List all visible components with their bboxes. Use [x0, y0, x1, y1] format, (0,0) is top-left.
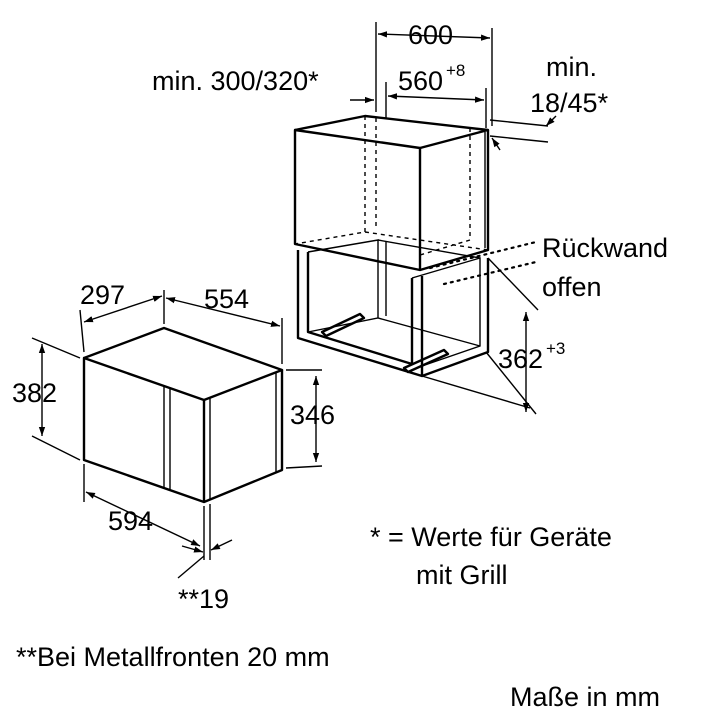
open-frame [296, 250, 424, 378]
label-offen: offen [542, 272, 602, 302]
label-width-560-tolerance: +8 [446, 61, 465, 80]
label-width-560: 560 [398, 66, 443, 96]
label-height-382: 382 [12, 378, 57, 408]
floor-rail-right [402, 348, 450, 374]
appliance-side [203, 370, 284, 504]
label-height-362: 362 [498, 344, 543, 374]
label-width-594: 594 [108, 506, 153, 536]
cabinet-dimensions [350, 22, 557, 415]
appliance-front [82, 356, 206, 504]
appliance-dimensions [31, 290, 323, 579]
label-rueckwand: Rückwand [542, 233, 668, 263]
label-min: min. [546, 52, 597, 82]
label-min-18-45: 18/45* [530, 88, 609, 118]
label-height-346: 346 [290, 400, 335, 430]
note-units: Maße in mm [510, 682, 660, 712]
note-grill-line-2: mit Grill [416, 560, 507, 590]
upper-box-top [294, 114, 490, 150]
label-width-600: 600 [408, 20, 453, 50]
appliance-top [83, 326, 284, 402]
label-front-19: **19 [178, 584, 229, 614]
appliance-drawing [82, 326, 284, 504]
label-depth-297: 297 [80, 280, 125, 310]
note-grill-line-1: * = Werte für Geräte [370, 522, 612, 552]
upper-box-side [419, 130, 490, 272]
leader-rueckwand [428, 240, 538, 270]
label-height-362-tolerance: +3 [546, 339, 565, 358]
cabinet-drawing [293, 114, 490, 378]
upper-box-front [293, 128, 422, 272]
note-metal-fronts: **Bei Metallfronten 20 mm [16, 642, 330, 672]
label-min-300-320: min. 300/320* [152, 66, 319, 96]
floor-rail-left [320, 312, 366, 338]
label-width-554: 554 [204, 284, 249, 314]
